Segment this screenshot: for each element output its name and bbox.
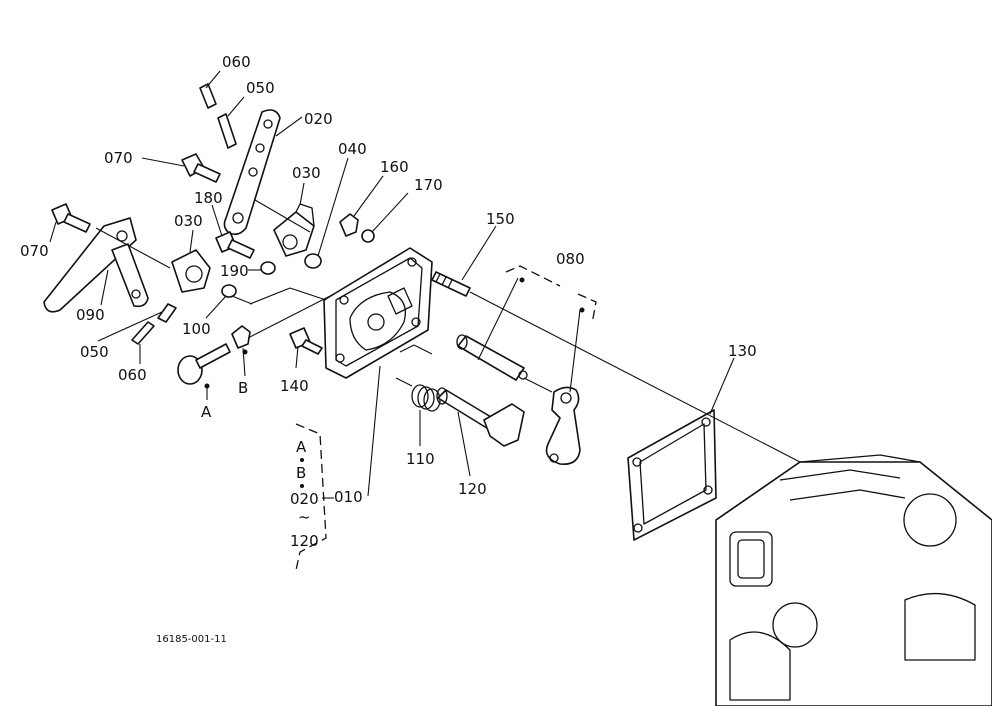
callout-020: 020 — [304, 110, 333, 128]
callout-140: 140 — [280, 377, 309, 395]
callout-130: 130 — [728, 342, 757, 360]
callout-190: 190 — [220, 262, 249, 280]
callout-120: 120 — [458, 480, 487, 498]
callout-030-right: 030 — [292, 164, 321, 182]
spring-pin-060-bottom — [131, 321, 155, 345]
o-ring-100 — [221, 284, 237, 298]
yoke-030-right — [273, 203, 315, 257]
spring-pin-050-bottom — [157, 303, 177, 323]
group-bracket-080 — [505, 265, 597, 325]
lever-shaft-120 — [436, 387, 525, 447]
group-label-020: 020 — [290, 490, 319, 508]
yoke-030-left — [171, 249, 211, 293]
washer-170 — [361, 229, 375, 243]
group-label-a: A — [296, 438, 307, 456]
washer-190 — [260, 261, 276, 275]
nut-160 — [339, 213, 359, 237]
callout-040: 040 — [338, 140, 367, 158]
o-ring-040 — [304, 253, 322, 269]
callout-070-top: 070 — [104, 149, 133, 167]
nut-b — [231, 325, 251, 349]
marker-a: A — [201, 403, 212, 421]
leader-lines — [49, 70, 801, 497]
callout-150: 150 — [486, 210, 515, 228]
group-label: A B 020 ~ 120 — [290, 438, 334, 550]
callout-060-bottom: 060 — [118, 366, 147, 384]
callout-050-bottom: 050 — [80, 343, 109, 361]
callout-060-top: 060 — [222, 53, 251, 71]
group-label-b: B — [296, 464, 306, 482]
callout-080: 080 — [556, 250, 585, 268]
callout-100: 100 — [182, 320, 211, 338]
callout-170: 170 — [414, 176, 443, 194]
callout-160: 160 — [380, 158, 409, 176]
group-bracket-010 — [295, 423, 327, 571]
stud-150 — [431, 271, 471, 297]
callout-180: 180 — [194, 189, 223, 207]
lever-080 — [545, 386, 581, 466]
bolt-070-top — [181, 153, 221, 183]
spring-110 — [411, 384, 441, 412]
spring-pin-060-top — [199, 83, 217, 109]
lever-020 — [223, 109, 281, 236]
bolt-140 — [289, 327, 323, 355]
shaft-080 — [456, 334, 528, 381]
gasket-130 — [627, 409, 717, 541]
engine-block — [715, 454, 992, 706]
group-label-tilde: ~ — [298, 508, 311, 526]
marker-b: B — [238, 379, 248, 397]
drawing-code: 16185-001-11 — [156, 634, 227, 645]
bolt-070-left — [51, 203, 91, 233]
spring-pin-050-top — [217, 113, 237, 149]
lever-090 — [43, 217, 149, 313]
bolt-180 — [215, 231, 255, 259]
callout-labels: 060 050 020 070 040 030 160 170 180 030 … — [20, 53, 757, 506]
group-label-120: 120 — [290, 532, 319, 550]
callout-090: 090 — [76, 306, 105, 324]
callout-010: 010 — [334, 488, 363, 506]
cover-plate-010 — [323, 247, 433, 379]
callout-070-left: 070 — [20, 242, 49, 260]
callout-050-top: 050 — [246, 79, 275, 97]
stud-bolt-a — [177, 343, 231, 385]
callout-110: 110 — [406, 450, 435, 468]
callout-030-left: 030 — [174, 212, 203, 230]
